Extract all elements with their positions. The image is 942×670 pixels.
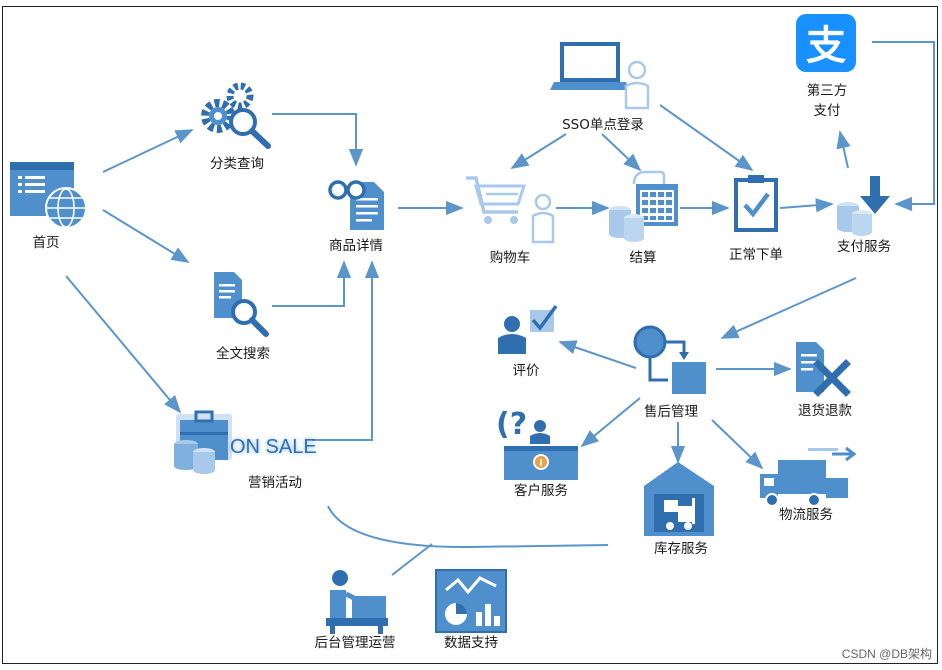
laptop-user-icon bbox=[550, 42, 650, 110]
user-check-icon bbox=[498, 304, 558, 354]
sso-login-label: SSO单点登录 bbox=[562, 117, 644, 133]
arrow-payment-to-thirdparty bbox=[836, 130, 851, 169]
browser-globe-icon bbox=[10, 162, 87, 229]
gears-magnifier-icon bbox=[201, 82, 271, 149]
diagram-frame bbox=[2, 6, 938, 664]
marketing-label: 营销活动 bbox=[248, 475, 302, 491]
review-label: 评价 bbox=[512, 363, 540, 379]
document-search-icon bbox=[214, 272, 269, 337]
category-query-label: 分类查询 bbox=[210, 156, 264, 172]
backoffice-support-link bbox=[391, 543, 433, 576]
clipboard-check-icon bbox=[734, 175, 778, 232]
product-detail-label: 商品详情 bbox=[329, 238, 383, 254]
arrow-aftersales-to-customer bbox=[580, 397, 641, 448]
workflow-icon bbox=[633, 325, 706, 394]
alipay-icon: 支 bbox=[796, 14, 856, 72]
arrow-aftersales-to-review bbox=[558, 340, 637, 369]
svg-text:(?: (? bbox=[496, 407, 527, 442]
place-order-label: 正常下单 bbox=[729, 247, 783, 263]
customer-service-label: 客户服务 bbox=[514, 483, 568, 499]
fulltext-search-label: 全文搜索 bbox=[216, 346, 270, 362]
document-x-icon bbox=[796, 342, 851, 397]
arrow-home-to-search bbox=[102, 209, 190, 263]
after-sales-label: 售后管理 bbox=[644, 404, 698, 420]
arrow-marketing-to-detail bbox=[312, 260, 380, 441]
arrow-home-to-category bbox=[102, 129, 194, 173]
checkout-label: 结算 bbox=[629, 250, 657, 266]
logistics-label: 物流服务 bbox=[779, 507, 833, 523]
truck-icon bbox=[760, 446, 857, 507]
arrow-sso-to-cart bbox=[510, 133, 567, 169]
backoffice-label: 后台管理运营 bbox=[314, 635, 396, 651]
third-party-pay-label-line2: 支付 bbox=[813, 103, 841, 119]
desk-worker-icon bbox=[326, 570, 388, 634]
arrow-order-to-payment bbox=[779, 198, 834, 213]
inventory-label: 库存服务 bbox=[654, 541, 708, 557]
database-calculator-icon bbox=[609, 170, 678, 242]
cart-label: 购物车 bbox=[489, 250, 531, 266]
arrow-payment-to-aftersales bbox=[720, 277, 857, 339]
home-label: 首页 bbox=[32, 235, 60, 251]
arrow-home-to-marketing bbox=[65, 275, 182, 414]
briefcase-database-icon bbox=[174, 410, 232, 474]
payment-service-label: 支付服务 bbox=[837, 239, 891, 255]
third-party-pay-label-line1: 第三方 bbox=[806, 83, 848, 99]
cart-user-icon bbox=[466, 176, 555, 244]
watermark: CSDN @DB架构 bbox=[841, 647, 932, 661]
glasses-document-icon bbox=[328, 180, 384, 230]
help-desk-icon: (? bbox=[496, 407, 578, 480]
return-refund-label: 退货退款 bbox=[798, 403, 852, 419]
data-support-label: 数据支持 bbox=[444, 635, 498, 651]
connectors bbox=[65, 41, 935, 576]
warehouse-forklift-icon bbox=[644, 462, 714, 536]
arrow-sso-to-checkout bbox=[601, 133, 642, 172]
arrow-thirdparty-to-payment bbox=[872, 41, 935, 212]
on-sale-banner: ON SALE bbox=[230, 436, 317, 458]
dashboard-charts-icon bbox=[435, 569, 507, 633]
arrow-aftersales-to-logistics bbox=[711, 419, 764, 470]
backoffice-support-curve bbox=[327, 505, 609, 549]
arrow-sso-to-order bbox=[659, 104, 754, 172]
arrow-category-to-detail bbox=[272, 113, 364, 167]
arrow-search-to-detail bbox=[272, 260, 352, 307]
alipay-glyph: 支 bbox=[806, 23, 846, 69]
database-download-icon bbox=[837, 176, 890, 236]
